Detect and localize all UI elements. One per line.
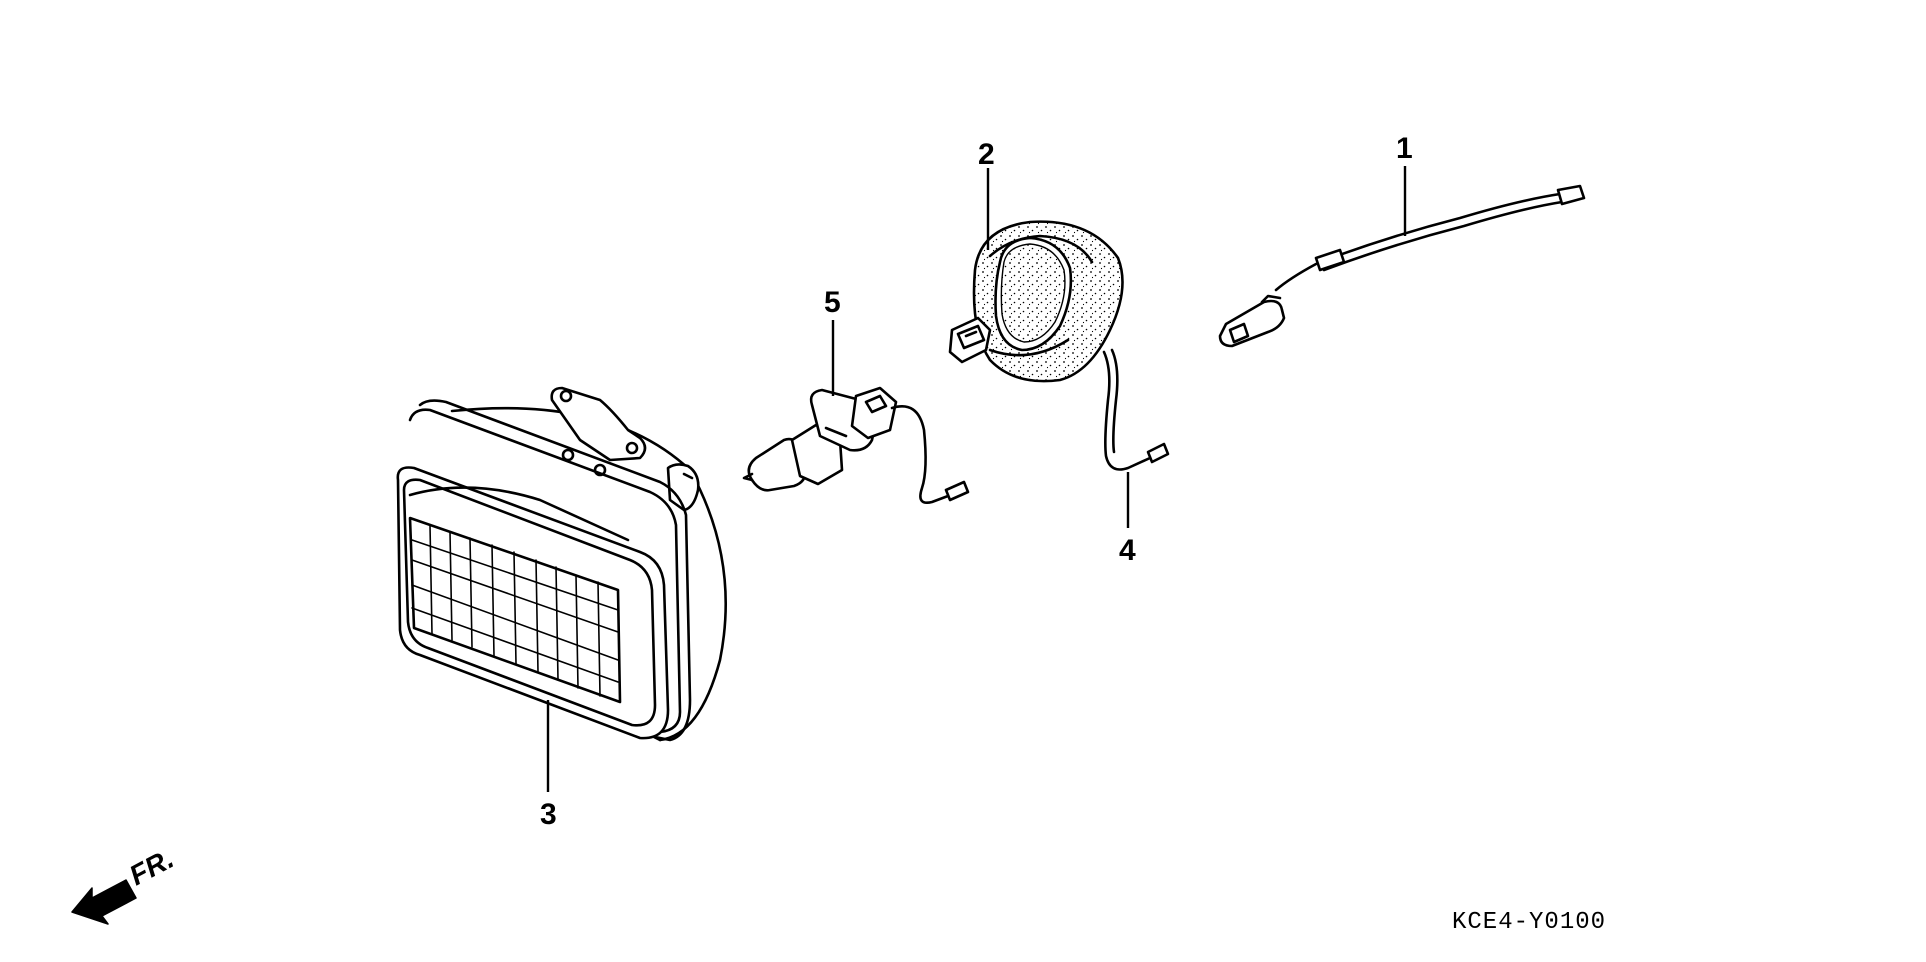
headlight-icon: [396, 386, 727, 742]
callout-2: 2: [978, 138, 995, 171]
callout-5: 5: [824, 286, 841, 319]
callout-3: 3: [540, 798, 557, 831]
callout-4: 4: [1119, 534, 1136, 567]
leader-lines: [546, 166, 1407, 792]
callout-1: 1: [1396, 132, 1413, 165]
front-direction-label: FR.: [124, 843, 178, 892]
wire-harness-icon: [1218, 184, 1586, 348]
bulb-icon: [742, 386, 970, 504]
front-arrow-icon: FR.: [71, 843, 179, 925]
ground-wire-icon: [1102, 348, 1170, 471]
socket-cover-icon: [948, 220, 1124, 383]
callout-labels: 1 2 3 4 5: [540, 132, 1413, 831]
diagram-reference-code: KCE4-Y0100: [1452, 909, 1606, 936]
